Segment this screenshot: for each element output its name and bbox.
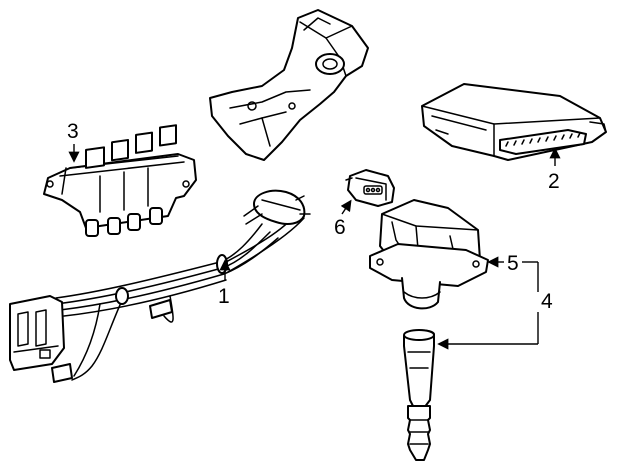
callout-label-4: 4 [541,290,553,313]
callout-4: 4 [437,262,553,350]
ignition-coil [369,199,489,310]
callout-5: 5 [487,252,538,275]
callout-label-2: 2 [548,170,560,193]
callout-label-1: 1 [218,285,230,308]
steering-lock-housing [209,9,369,161]
callout-6: 6 [334,199,352,239]
harness-connector [9,295,65,371]
callout-label-3: 3 [67,120,79,143]
callout-1: 1 [218,259,231,308]
callout-2: 2 [548,147,561,193]
sensor-connector [345,169,395,207]
spark-plug-boot [403,329,435,461]
callout-3: 3 [67,120,80,163]
engine-control-module [421,83,607,161]
round-connector [243,189,311,225]
ignition-coil-pack [43,124,197,237]
callout-label-5: 5 [507,252,519,275]
callout-label-6: 6 [334,216,346,239]
wiring-harness [9,189,311,383]
